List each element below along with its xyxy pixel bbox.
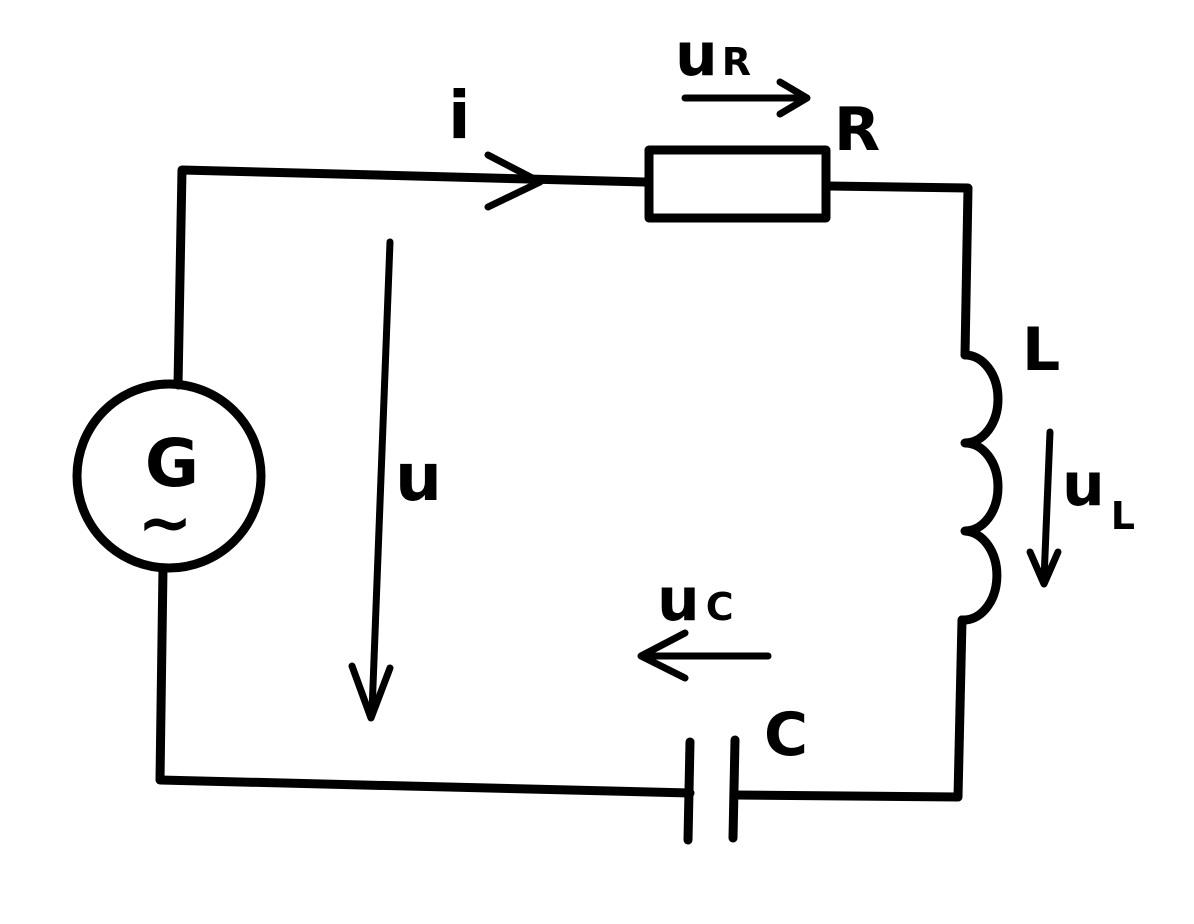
inductor-voltage-arrowhead [1026,548,1062,588]
generator-ac-symbol: ~ [137,484,192,561]
generator: G ~ [72,379,266,573]
inductor-voltage-arrow-shaft [1040,428,1054,584]
capacitor-label: C [764,700,808,770]
capacitor-voltage-sub: C [706,585,734,629]
resistor-body [644,145,831,223]
current-label: i [448,77,471,154]
capacitor-plate-right [728,735,740,843]
capacitor-plate-left [683,737,695,845]
generator-circle [72,379,266,573]
resistor-voltage-sub: R [722,40,751,84]
resistor: R [644,95,880,223]
inductor-label: L [1022,315,1060,385]
resistor-voltage-main: u [675,20,718,90]
inductor: L [957,315,1060,625]
source-voltage-arrowhead [348,662,394,722]
resistor-label: R [834,95,880,165]
generator-letter: G [145,425,199,502]
capacitor-voltage-main: u [657,565,700,635]
inductor-voltage-main: u [1062,450,1105,520]
wire-top-right [823,181,973,360]
inductor-voltage-sub: L [1111,494,1135,538]
wire-left-upper [173,165,650,390]
current-arrowhead [484,151,544,211]
source-voltage-arrow-shaft [368,238,394,716]
source-voltage: u [348,238,442,722]
inductor-coil [957,350,1003,625]
wires [155,165,973,802]
capacitor: C [683,700,808,845]
source-voltage-label: u [395,439,442,516]
resistor-voltage-arrowhead [776,78,811,118]
wire-right-lower [730,615,967,802]
capacitor-voltage-arrowhead [637,629,689,682]
wire-bottom-left [155,563,695,798]
current-indicator: i [448,77,544,211]
